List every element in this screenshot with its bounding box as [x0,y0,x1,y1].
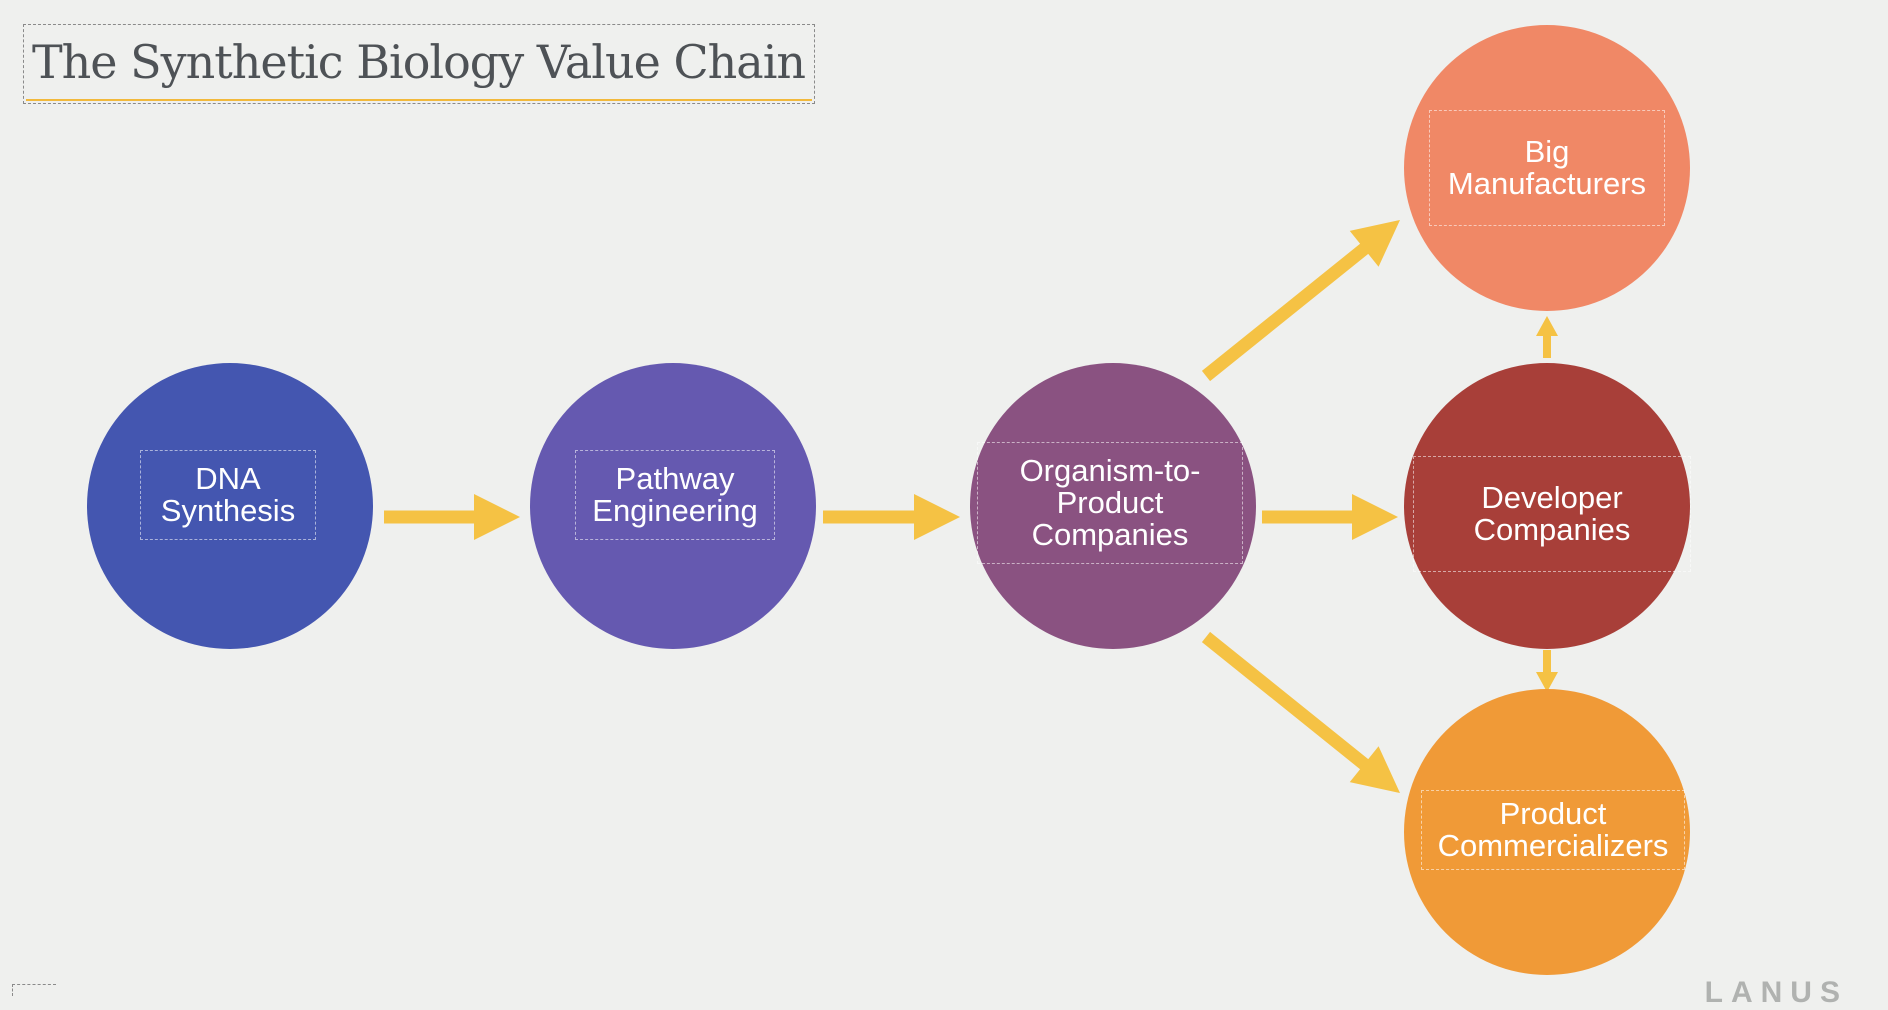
arrow-organism-to-product-companies-to-big-manufacturers [1201,220,1400,382]
arrow-pathway-engineering-to-organism-to-product-companies [823,494,960,540]
arrow-shaft [1201,242,1370,382]
arrow-organism-to-product-companies-to-product-commercializers [1201,631,1400,793]
arrow-head [1536,316,1558,336]
brand-logo-fragment: LANUS [1704,976,1848,1009]
title-underline [26,99,812,101]
arrow-head [1536,672,1558,692]
arrow-head [1352,494,1398,540]
arrow-head [914,494,960,540]
title-box: The Synthetic Biology Value Chain [23,24,815,104]
node-product-commercializers [1404,689,1690,975]
node-label-organism-to-product-companies: Organism-to- Product Companies [977,442,1243,564]
arrow-shaft [1201,631,1370,771]
node-label-developer-companies: Developer Companies [1413,456,1691,572]
node-dna-synthesis [87,363,373,649]
arrow-organism-to-product-companies-to-developer-companies [1262,494,1398,540]
corner-placeholder [12,984,56,996]
node-label-pathway-engineering: Pathway Engineering [575,450,775,540]
node-label-product-commercializers: Product Commercializers [1421,790,1685,870]
arrow-layer [384,220,1558,793]
arrow-head [1349,220,1400,267]
node-developer-companies [1404,363,1690,649]
arrow-developer-companies-to-big-manufacturers [1536,316,1558,358]
node-pathway-engineering [530,363,816,649]
arrow-developer-companies-to-product-commercializers [1536,650,1558,692]
node-big-manufacturers [1404,25,1690,311]
arrow-dna-synthesis-to-pathway-engineering [384,494,520,540]
node-label-dna-synthesis: DNA Synthesis [140,450,316,540]
node-organism-to-product-companies [970,363,1256,649]
node-label-big-manufacturers: Big Manufacturers [1429,110,1665,226]
page-title: The Synthetic Biology Value Chain [32,35,806,89]
arrow-head [474,494,520,540]
arrow-head [1349,746,1400,793]
